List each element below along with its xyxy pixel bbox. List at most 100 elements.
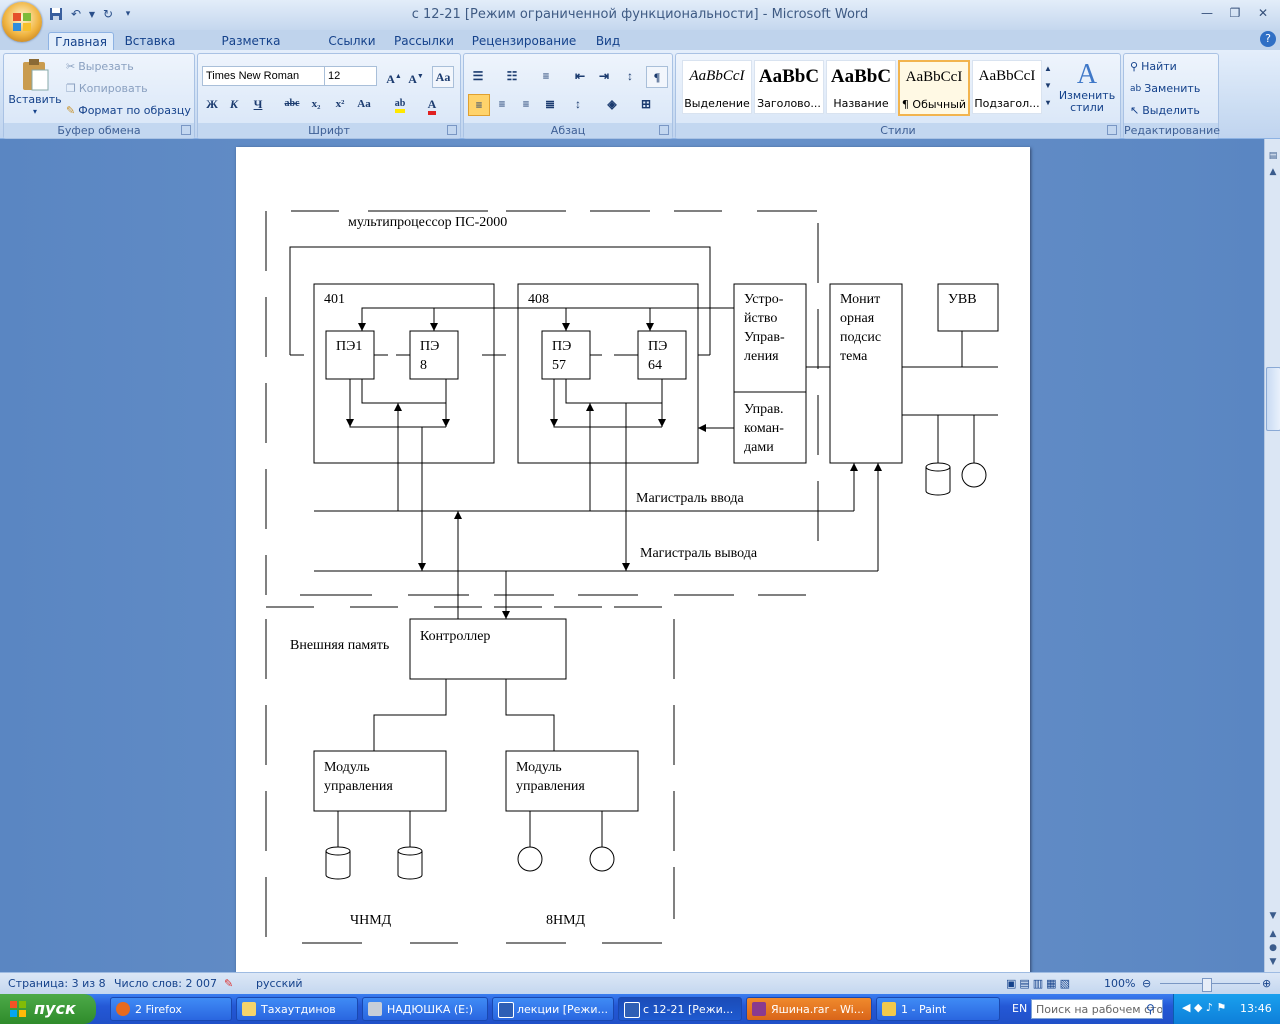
tab-view[interactable]: Вид: [595, 34, 621, 48]
clock[interactable]: 13:46: [1240, 1002, 1272, 1015]
chevron-down-icon[interactable]: ▼: [88, 9, 96, 19]
style-normal[interactable]: AaBbCcI¶ Обычный: [898, 60, 970, 116]
word-count[interactable]: Число слов: 2 007: [114, 977, 217, 990]
align-right-icon[interactable]: ≡: [522, 97, 530, 111]
cut-button[interactable]: ✂Вырезать: [66, 60, 134, 73]
tray-icons[interactable]: ◀ ◆ ♪ ⚑: [1182, 1001, 1227, 1014]
block-408-label: 408: [528, 292, 549, 307]
task-word-current[interactable]: с 12-21 [Режи...: [618, 997, 742, 1021]
clear-format-icon[interactable]: Aa: [432, 66, 454, 88]
italic-icon[interactable]: К: [229, 97, 239, 111]
vertical-scrollbar[interactable]: ▤ ▲ ▼ ▲ ● ▼: [1264, 139, 1280, 972]
dialog-launcher-icon[interactable]: [659, 125, 669, 135]
tab-mailings[interactable]: Рассылки: [394, 34, 454, 48]
numbering-icon[interactable]: ☷: [506, 69, 518, 83]
page-indicator[interactable]: Страница: 3 из 8: [8, 977, 106, 990]
tab-home[interactable]: Главная: [48, 32, 114, 51]
zoom-slider-thumb[interactable]: [1202, 978, 1212, 992]
scroll-up-icon[interactable]: ▲: [1269, 167, 1277, 177]
desktop-search-input[interactable]: Поиск на рабочем столе: [1031, 999, 1163, 1019]
shrink-font-icon[interactable]: A▼: [408, 72, 424, 86]
multilevel-list-icon[interactable]: ≡: [542, 69, 550, 83]
task-word-lectures[interactable]: лекции [Режи...: [492, 997, 614, 1021]
sort-icon[interactable]: ↕: [627, 69, 633, 83]
tab-insert[interactable]: Вставка: [124, 34, 176, 48]
tab-review[interactable]: Рецензирование: [471, 34, 577, 48]
tab-references[interactable]: Ссылки: [328, 34, 376, 48]
paste-button[interactable]: Вставить ▾: [8, 58, 62, 116]
shading-icon[interactable]: ◈: [607, 97, 617, 111]
borders-icon[interactable]: ⊞: [640, 97, 652, 111]
change-styles-button[interactable]: A Изменить стили: [1058, 59, 1116, 114]
help-icon[interactable]: ?: [1260, 31, 1276, 47]
close-button[interactable]: ✕: [1257, 6, 1269, 20]
bold-icon[interactable]: Ж: [206, 97, 218, 111]
taskbar: пуск 2 Firefox Тахаутдинов НАДЮШКА (E:) …: [0, 994, 1280, 1024]
document-area[interactable]: мультипроцессор ПС-2000 401 408 ПЭ1 ПЭ 8…: [0, 139, 1264, 972]
change-case-icon[interactable]: Aa: [357, 98, 371, 110]
decrease-indent-icon[interactable]: ⇤: [574, 69, 586, 83]
styles-scroll-icon[interactable]: ▲▼▾: [1044, 64, 1052, 107]
pe8-label-b: 8: [420, 358, 427, 373]
browse-object-icon[interactable]: ●: [1269, 943, 1277, 953]
previous-page-icon[interactable]: ▲: [1269, 929, 1277, 939]
copy-button[interactable]: ❐Копировать: [66, 82, 148, 95]
redo-icon[interactable]: ↻: [102, 7, 114, 21]
window-title: с 12-21 [Режим ограниченной функциональн…: [411, 7, 869, 22]
font-color-icon[interactable]: A: [422, 94, 442, 115]
underline-icon[interactable]: Ч: [253, 97, 263, 111]
customize-qat-icon[interactable]: ▾: [125, 9, 131, 19]
subscript-icon[interactable]: x₂: [311, 98, 321, 110]
tab-page-layout[interactable]: Разметка страницы: [220, 34, 282, 66]
input-language[interactable]: EN: [1012, 1002, 1028, 1015]
bullets-icon[interactable]: ☰: [472, 69, 484, 83]
next-page-icon[interactable]: ▼: [1269, 957, 1277, 967]
chevron-down-icon[interactable]: ▾: [32, 107, 37, 116]
dialog-launcher-icon[interactable]: [1107, 125, 1117, 135]
maximize-button[interactable]: ❐: [1229, 6, 1241, 20]
spelling-check-icon[interactable]: ✎: [224, 977, 234, 990]
grow-font-icon[interactable]: A▲: [386, 72, 402, 86]
task-drive-e[interactable]: НАДЮШКА (E:): [362, 997, 488, 1021]
superscript-icon[interactable]: x²: [335, 98, 345, 110]
task-firefox[interactable]: 2 Firefox: [110, 997, 232, 1021]
search-icon[interactable]: ⚲: [1146, 1002, 1155, 1016]
dialog-launcher-icon[interactable]: [447, 125, 457, 135]
zoom-in-icon[interactable]: ⊕: [1262, 977, 1272, 990]
scroll-thumb[interactable]: [1266, 367, 1280, 431]
task-folder-takhautdinov[interactable]: Тахаутдинов: [236, 997, 358, 1021]
zoom-out-icon[interactable]: ⊖: [1142, 977, 1152, 990]
strikethrough-icon[interactable]: abc: [284, 98, 300, 109]
find-button[interactable]: ⚲Найти: [1130, 60, 1177, 73]
save-icon[interactable]: [48, 6, 64, 22]
font-size-select[interactable]: 12: [324, 66, 377, 86]
line-spacing-icon[interactable]: ↕: [575, 97, 581, 111]
justify-icon[interactable]: ≣: [544, 97, 556, 111]
dialog-launcher-icon[interactable]: [181, 125, 191, 135]
minimize-button[interactable]: —: [1201, 6, 1213, 20]
document-page[interactable]: мультипроцессор ПС-2000 401 408 ПЭ1 ПЭ 8…: [236, 147, 1030, 972]
start-button[interactable]: пуск: [0, 994, 96, 1024]
language-indicator[interactable]: русский: [256, 977, 303, 990]
select-button[interactable]: ↖Выделить: [1130, 104, 1200, 117]
ruler-toggle-icon[interactable]: ▤: [1268, 151, 1278, 161]
align-left-icon[interactable]: ≡: [468, 94, 490, 116]
font-name-select[interactable]: Times New Roman: [202, 66, 325, 86]
undo-icon[interactable]: ↶: [70, 7, 82, 21]
highlight-icon[interactable]: ab: [390, 94, 410, 114]
align-center-icon[interactable]: ≡: [498, 97, 506, 111]
pilcrow-icon[interactable]: ¶: [646, 66, 668, 88]
scroll-down-icon[interactable]: ▼: [1269, 911, 1277, 921]
task-paint[interactable]: 1 - Paint: [876, 997, 1000, 1021]
task-winrar[interactable]: Яшина.rar - Wi...: [746, 997, 872, 1021]
view-buttons[interactable]: ▣▤▥▦▧: [1006, 977, 1073, 990]
office-button[interactable]: [2, 2, 42, 42]
increase-indent-icon[interactable]: ⇥: [598, 69, 610, 83]
format-painter-button[interactable]: ✎Формат по образцу: [66, 104, 191, 117]
zoom-level[interactable]: 100%: [1104, 977, 1136, 990]
